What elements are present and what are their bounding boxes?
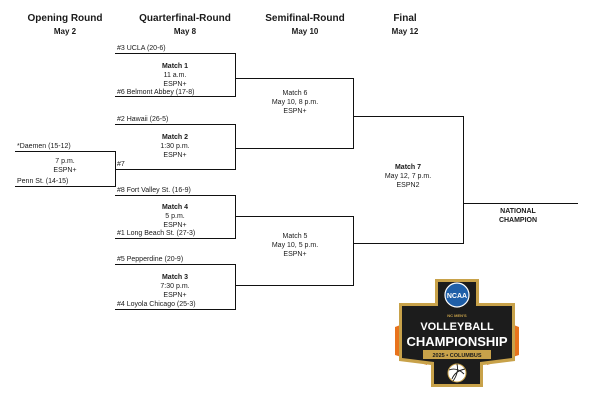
round-title: Opening Round	[27, 13, 103, 24]
bracket-line	[15, 151, 115, 152]
qf2-team-top: #2 Hawaii (26-5)	[117, 116, 169, 123]
round-title: Semifinal-Round	[265, 13, 345, 24]
qf4-team-top: #8 Fort Valley St. (16-9)	[117, 187, 191, 194]
round-title: Quarterfinal-Round	[139, 13, 231, 24]
match-label: Match 7	[394, 164, 422, 171]
champion-line: CHAMPION	[498, 217, 538, 224]
bracket-line	[235, 285, 353, 286]
bracket-line	[115, 309, 235, 310]
bracket-line	[353, 78, 354, 149]
qf3-team-bottom: #4 Loyola Chicago (25-3)	[117, 301, 196, 308]
round-date: May 8	[173, 27, 197, 36]
championship-logo: NCAA NC MEN'S VOLLEYBALL CHAMPIONSHIP 20…	[395, 279, 519, 387]
qf1-team-bottom: #6 Belmont Abbey (17-8)	[117, 89, 195, 96]
bracket-line	[235, 148, 353, 149]
match-time: May 10, 5 p.m.	[271, 242, 319, 249]
bracket-line	[463, 116, 464, 244]
bracket-line	[463, 203, 578, 204]
match-network: ESPN+	[283, 251, 307, 258]
match-label: Match 2	[161, 134, 189, 141]
round-header-quarterfinal: Quarterfinal-Round May 8	[110, 12, 260, 38]
qf2-match-info: Match 2 1:30 p.m. ESPN+	[140, 133, 210, 160]
qf4-team-bottom: #1 Long Beach St. (27-3)	[117, 230, 196, 237]
ncaa-badge	[444, 282, 470, 308]
bracket-line	[115, 96, 235, 97]
bracket-line	[235, 264, 236, 310]
match-time: May 10, 8 p.m.	[271, 99, 319, 106]
bracket-line	[115, 53, 235, 54]
match-network: ESPN+	[53, 167, 77, 174]
qf1-match-info: Match 1 11 a.m. ESPN+	[140, 62, 210, 89]
match-time: 7 p.m.	[55, 158, 75, 165]
logo-small-text: NC MEN'S	[447, 313, 467, 318]
bracket-line	[115, 124, 235, 125]
bracket-line	[15, 186, 115, 187]
ncaa-text: NCAA	[447, 293, 467, 300]
qf3-team-top: #5 Pepperdine (20-9)	[117, 256, 184, 263]
qf3-match-info: Match 3 7:30 p.m. ESPN+	[140, 273, 210, 300]
bracket-line	[235, 78, 353, 79]
bracket-line	[353, 243, 464, 244]
bracket-line	[235, 124, 236, 170]
match-label: Match 1	[161, 63, 189, 70]
logo-line2: CHAMPIONSHIP	[406, 334, 507, 349]
round-date: May 10	[291, 27, 319, 36]
match-time: 7:30 p.m.	[160, 283, 190, 290]
match-network: ESPN+	[163, 81, 187, 88]
round-header-semifinal: Semifinal-Round May 10	[235, 12, 375, 38]
round-header-final: Final May 12	[365, 12, 445, 38]
bracket-line	[353, 216, 354, 286]
match-time: May 12, 7 p.m.	[384, 173, 432, 180]
champion-line: NATIONAL	[500, 208, 536, 215]
opening-team-bottom: Penn St. (14-15)	[17, 178, 69, 185]
qf1-team-top: #3 UCLA (20-6)	[117, 45, 166, 52]
bracket-line	[235, 195, 236, 239]
bracket-line	[115, 238, 235, 239]
opening-advance-label: #7	[117, 161, 125, 168]
match-label: Match 4	[161, 204, 189, 211]
match-time: 1:30 p.m.	[160, 143, 190, 150]
opening-team-top: *Daemen (15-12)	[17, 143, 71, 150]
sf6-match-info: Match 6 May 10, 8 p.m. ESPN+	[250, 89, 340, 116]
match-label: Match 5	[282, 233, 308, 240]
match-network: ESPN+	[283, 108, 307, 115]
bracket-line	[115, 264, 235, 265]
bracket-line	[115, 169, 235, 170]
round-date: May 12	[391, 27, 419, 36]
bracket-line	[115, 195, 235, 196]
match-label: Match 3	[161, 274, 189, 281]
logo-ribbon	[423, 350, 491, 359]
match-time: 5 p.m.	[165, 213, 185, 220]
logo-line1: VOLLEYBALL	[420, 321, 494, 333]
bracket-line	[353, 116, 464, 117]
match-time: 11 a.m.	[163, 72, 187, 79]
round-header-opening: Opening Round May 2	[0, 12, 130, 38]
logo-year-city: 2025 • COLUMBUS	[433, 353, 482, 359]
match-label: Match 6	[282, 90, 308, 97]
bracket-line	[235, 216, 353, 217]
qf4-match-info: Match 4 5 p.m. ESPN+	[140, 203, 210, 230]
match-network: ESPN+	[163, 152, 187, 159]
match-network: ESPN2	[396, 182, 420, 189]
final-match-info: Match 7 May 12, 7 p.m. ESPN2	[365, 163, 451, 190]
round-title: Final	[393, 13, 417, 24]
match-network: ESPN+	[163, 292, 187, 299]
bracket-line	[235, 53, 236, 97]
national-champion-label: NATIONAL CHAMPION	[478, 207, 558, 225]
sf5-match-info: Match 5 May 10, 5 p.m. ESPN+	[250, 232, 340, 259]
match-network: ESPN+	[163, 222, 187, 229]
volleyball-seams	[448, 363, 466, 382]
round-date: May 2	[53, 27, 77, 36]
opening-match-info: 7 p.m. ESPN+	[20, 157, 110, 175]
